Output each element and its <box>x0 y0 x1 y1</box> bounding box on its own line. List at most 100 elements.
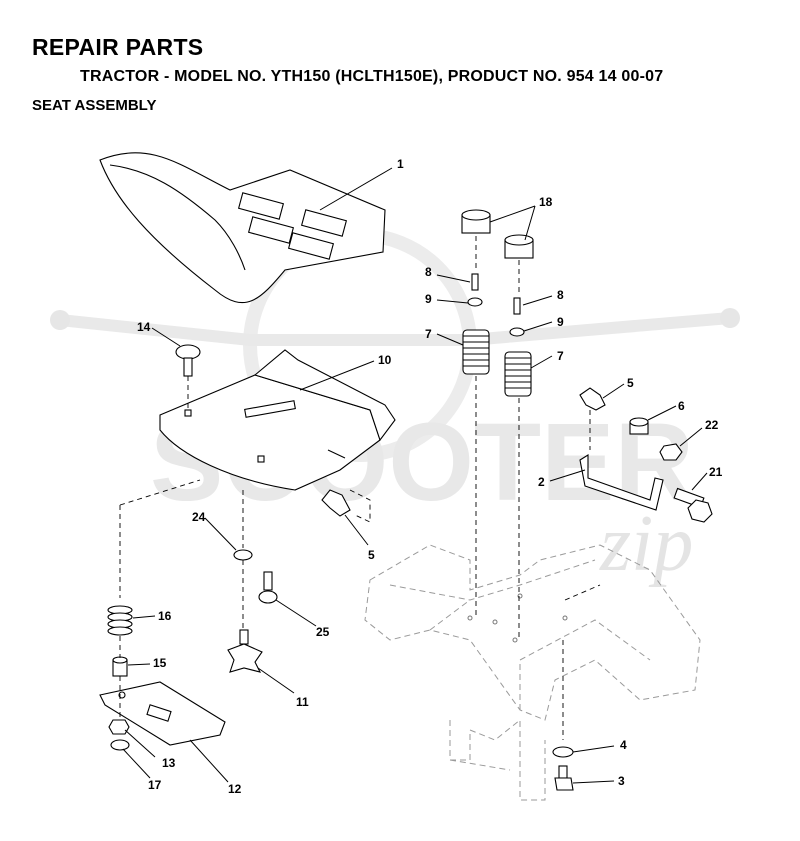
leader-9a <box>436 299 469 304</box>
spring-7-left <box>462 329 490 375</box>
carriage-bolt-part <box>175 344 201 408</box>
leader-7a <box>436 333 464 346</box>
seat-pan-slot <box>244 400 296 418</box>
leader-11 <box>257 667 295 694</box>
bracket-hole <box>118 691 126 699</box>
washer-24 <box>233 549 253 561</box>
callout-2: 2 <box>538 475 545 489</box>
seat-pan-hole <box>184 409 192 417</box>
leader-22 <box>679 427 703 447</box>
bolt-shank <box>558 765 568 779</box>
clip-body <box>321 489 351 517</box>
leader-15 <box>127 663 151 666</box>
bumper-18-right <box>504 234 534 259</box>
callout-24: 24 <box>192 510 206 524</box>
watermark-grip-right <box>720 308 740 328</box>
bracket-slot <box>146 704 172 722</box>
leader-4 <box>572 745 615 753</box>
nut-22 <box>659 443 683 461</box>
callout-9-right: 9 <box>557 315 564 329</box>
bolt-head <box>687 499 713 523</box>
washer-4 <box>552 746 574 758</box>
pan-to-bracket-line <box>119 479 201 506</box>
callout-11: 11 <box>296 695 309 709</box>
spring-coils <box>463 335 489 367</box>
callout-10: 10 <box>378 353 392 367</box>
leader-16 <box>132 615 156 619</box>
nut-6 <box>629 417 649 435</box>
seat-pan-plate <box>159 374 381 491</box>
screw-25 <box>258 571 278 604</box>
model-subtitle: TRACTOR - MODEL NO. YTH150 (HCLTH150E), … <box>80 68 664 85</box>
callout-5-upper: 5 <box>627 376 634 390</box>
frame-hole <box>512 637 518 643</box>
leader-18b <box>524 205 536 241</box>
slide-bracket-12 <box>99 681 226 746</box>
clip-hidden-line <box>349 489 371 523</box>
callout-8-left: 8 <box>425 265 432 279</box>
frame-hole <box>492 619 498 625</box>
bumper-18-left <box>461 209 491 234</box>
callout-6: 6 <box>678 399 685 413</box>
leader-1 <box>319 167 393 211</box>
section-heading: SEAT ASSEMBLY <box>32 97 157 114</box>
leader-5-lower <box>344 514 369 546</box>
leader-13 <box>124 729 156 758</box>
washer-17 <box>110 739 130 751</box>
frame-hole <box>467 615 473 621</box>
callout-16: 16 <box>158 609 172 623</box>
seat-rim <box>109 164 246 271</box>
leader-7b <box>530 355 553 369</box>
callout-13: 13 <box>162 756 176 770</box>
leader-25 <box>275 599 317 627</box>
callout-14: 14 <box>137 320 151 334</box>
callout-4: 4 <box>620 738 627 752</box>
callout-15: 15 <box>153 656 167 670</box>
spring-coil <box>107 626 133 636</box>
leader-8a <box>436 274 471 283</box>
frame-hole <box>562 615 568 621</box>
callout-1: 1 <box>397 157 404 171</box>
clip-part-lower <box>321 489 371 523</box>
seat-pan-rail <box>253 349 396 442</box>
callout-7-right: 7 <box>557 349 564 363</box>
frame-hole <box>517 593 523 599</box>
bolt-21 <box>673 487 713 523</box>
bolt-head <box>175 344 201 360</box>
watermark: SCOOTER zip <box>50 228 740 588</box>
tractor-frame <box>364 544 701 801</box>
leader-8b <box>522 295 553 306</box>
leader-24 <box>204 517 237 551</box>
watermark-script: zip <box>599 500 693 588</box>
seat-pad <box>247 216 295 244</box>
spring-coils <box>505 357 531 389</box>
clip-part-upper <box>579 387 606 411</box>
leader-21 <box>691 472 708 491</box>
knob-grip <box>227 643 263 673</box>
callout-22: 22 <box>705 418 719 432</box>
washer-9-left <box>467 297 483 307</box>
callout-9-left: 9 <box>425 292 432 306</box>
page-title: REPAIR PARTS <box>32 34 204 60</box>
watermark-grip-left <box>50 310 70 330</box>
watermark-handlebar <box>59 312 731 346</box>
bolt-head <box>554 777 574 791</box>
screw-head <box>258 590 278 604</box>
frame-bracket <box>449 718 546 801</box>
seat-pad <box>300 209 348 237</box>
bumper-top <box>461 209 491 221</box>
spacer-15 <box>112 656 128 677</box>
bolt-8-left <box>471 273 479 291</box>
bolt-8-right <box>513 297 521 315</box>
callout-numbers: 1 18 8 8 9 9 7 7 14 10 5 6 22 2 21 24 5 … <box>137 157 723 796</box>
seat-shell <box>99 152 386 303</box>
leader-5-upper <box>602 383 625 399</box>
callout-12: 12 <box>228 782 242 796</box>
callout-18: 18 <box>539 195 553 209</box>
callout-8-right: 8 <box>557 288 564 302</box>
callout-7-left: 7 <box>425 327 432 341</box>
leader-2 <box>549 469 586 482</box>
bracket-centerline <box>564 584 601 601</box>
leader-6 <box>647 405 677 421</box>
